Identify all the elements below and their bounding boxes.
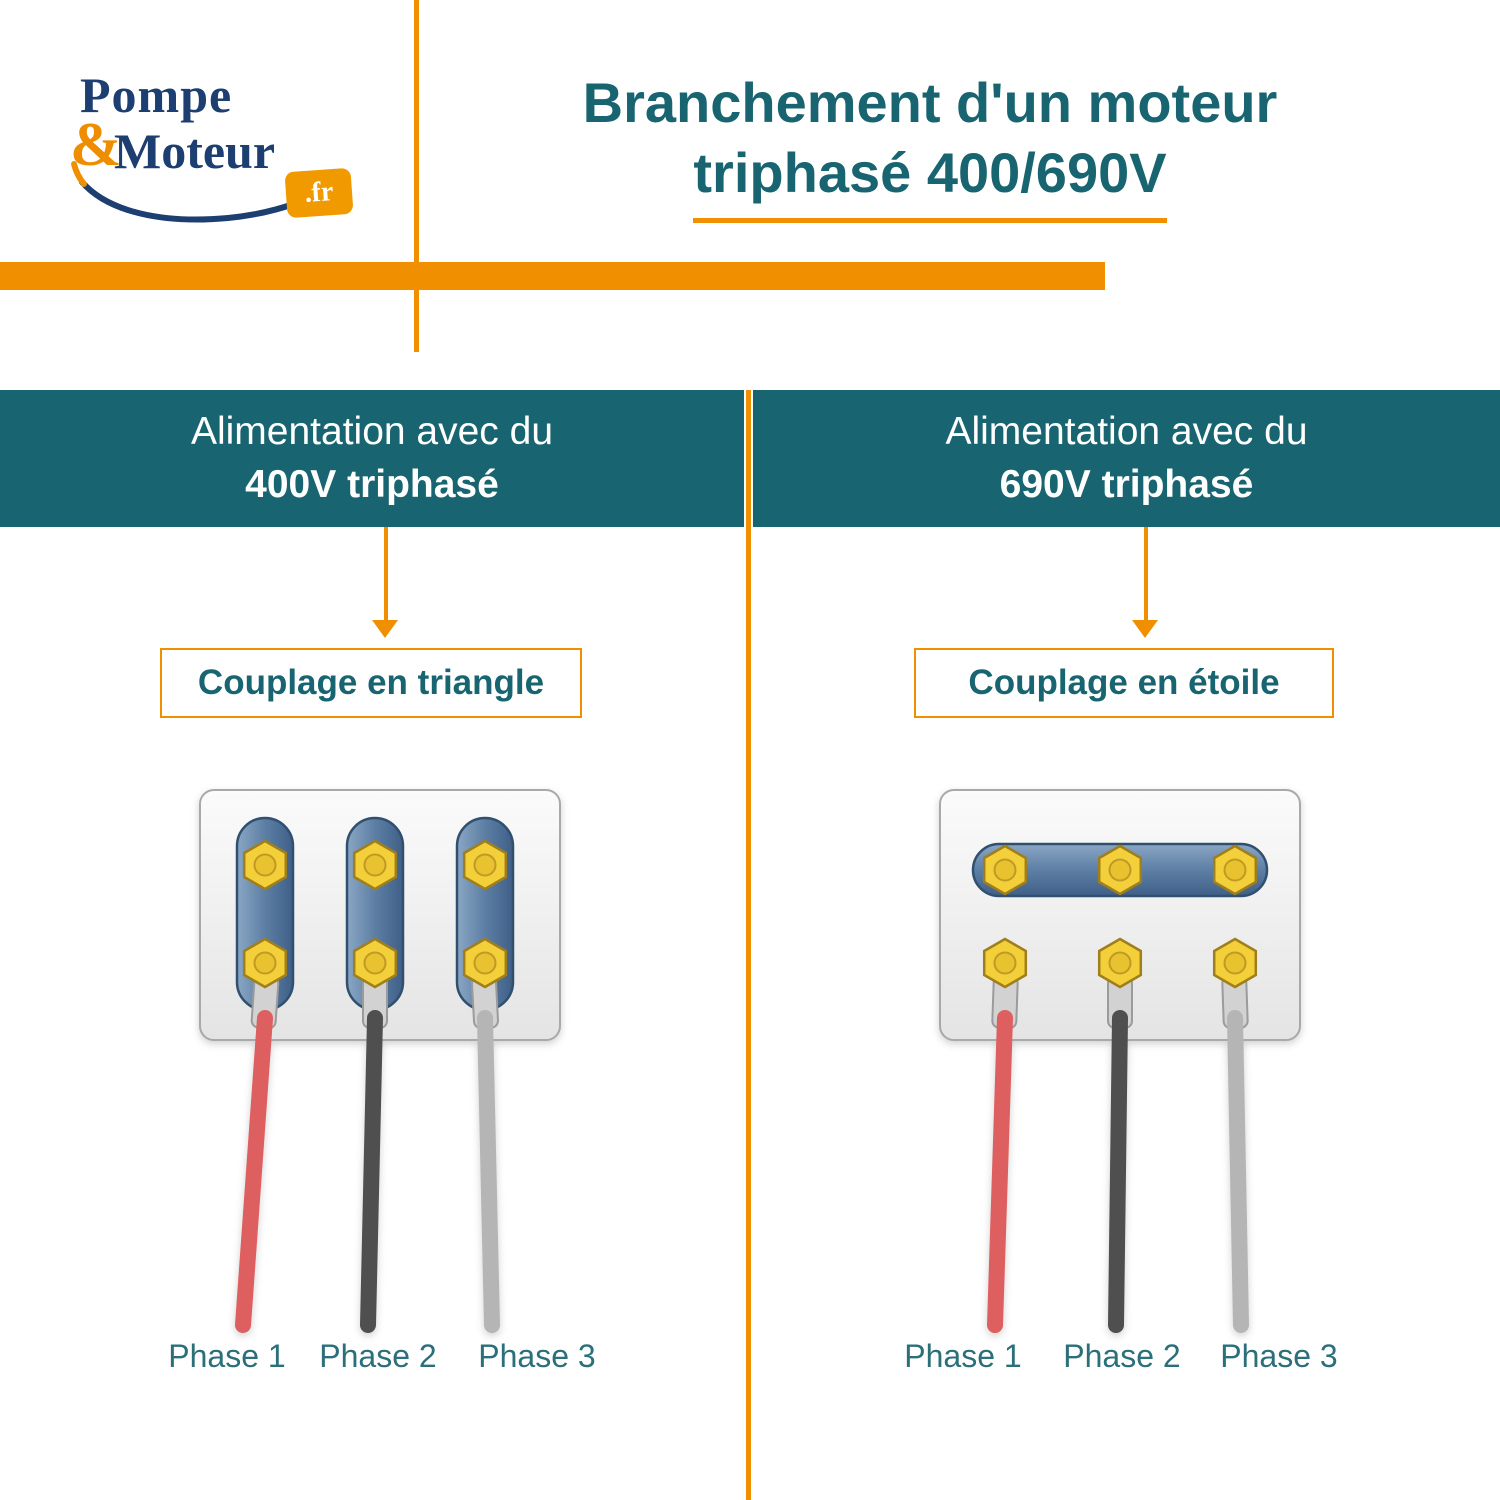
title-line2: triphasé 400/690V <box>693 138 1167 223</box>
band-right-line2: 690V triphasé <box>999 463 1254 506</box>
hex-nut-icon <box>462 937 508 989</box>
arrow-down-head-icon <box>372 620 398 638</box>
logo-ampersand: & <box>70 111 122 179</box>
coupling-star-label: Couplage en étoile <box>968 663 1280 702</box>
terminal-block-triangle <box>170 780 590 1350</box>
header-band-400v: Alimentation avec du 400V triphasé <box>0 390 744 527</box>
band-left-line2: 400V triphasé <box>245 463 499 506</box>
phase-label: Phase 1 <box>168 1338 286 1374</box>
coupling-box-star: Couplage en étoile <box>914 648 1334 718</box>
hex-nut-icon <box>242 937 288 989</box>
hex-nut-icon <box>352 937 398 989</box>
phase-label: Phase 3 <box>1220 1338 1338 1374</box>
wire-phase1-red <box>987 1010 1013 1333</box>
arrow-down-icon <box>384 527 388 622</box>
center-vertical-divider <box>746 390 751 1500</box>
phase-label: Phase 1 <box>904 1338 1022 1374</box>
hex-nut-icon <box>242 839 288 891</box>
hex-nut-icon <box>1097 937 1143 989</box>
arrow-down-icon <box>1144 527 1148 622</box>
wire-phase2-dark <box>1108 1010 1128 1333</box>
logo: Pompe & Moteur .fr <box>68 66 388 236</box>
logo-word-pompe: Pompe <box>80 67 233 123</box>
header-band-690v: Alimentation avec du 690V triphasé <box>753 390 1500 527</box>
hex-nut-icon <box>982 844 1028 896</box>
phase-label: Phase 2 <box>1063 1338 1181 1374</box>
hex-nut-icon <box>1097 844 1143 896</box>
coupling-triangle-label: Couplage en triangle <box>197 663 545 702</box>
logo-fr-label: .fr <box>303 176 335 209</box>
page-title: Branchement d'un moteur triphasé 400/690… <box>500 68 1360 223</box>
top-vertical-divider <box>414 0 419 352</box>
band-left-line1: Alimentation avec du <box>190 410 554 453</box>
hex-nut-icon <box>1212 844 1258 896</box>
phase-label: Phase 3 <box>478 1338 596 1374</box>
wire-phase3-light <box>477 1010 500 1333</box>
phase-label: Phase 2 <box>319 1338 437 1374</box>
terminal-block-star <box>910 780 1330 1350</box>
coupling-box-triangle: Couplage en triangle <box>160 648 582 718</box>
wire-phase3-light <box>1227 1010 1249 1333</box>
wire-phase2-dark <box>360 1010 383 1333</box>
logo-fr-badge: .fr <box>284 167 354 219</box>
hex-nut-icon <box>352 839 398 891</box>
arrow-down-head-icon <box>1132 620 1158 638</box>
hex-nut-icon <box>982 937 1028 989</box>
orange-horizontal-bar <box>0 262 1105 290</box>
band-right-line1: Alimentation avec du <box>945 410 1308 453</box>
logo-word-moteur: Moteur <box>114 123 276 179</box>
hex-nut-icon <box>462 839 508 891</box>
title-line1: Branchement d'un moteur <box>582 71 1278 134</box>
wire-phase1-red <box>235 1010 273 1333</box>
hex-nut-icon <box>1212 937 1258 989</box>
